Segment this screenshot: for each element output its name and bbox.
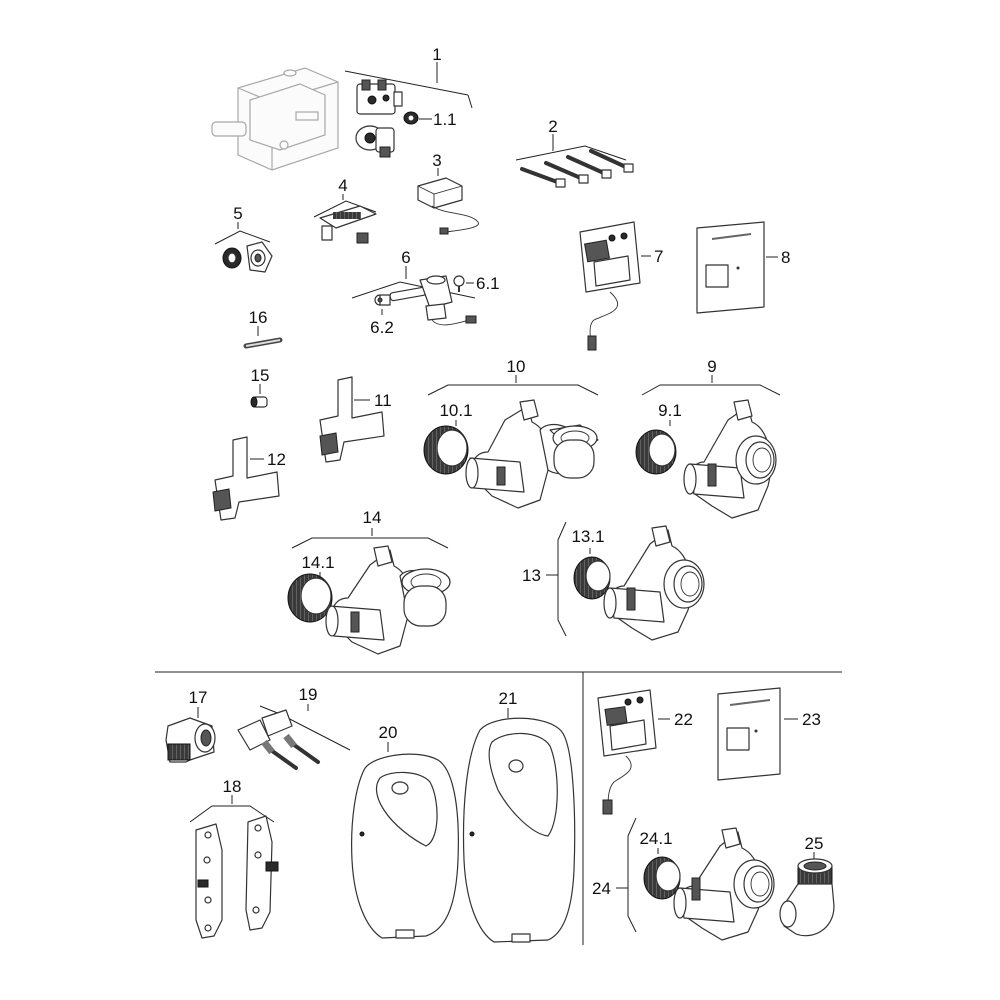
callout-15: 15 [251, 366, 270, 385]
callout-10: 10 [507, 357, 526, 376]
part-17-elbow-fitting [165, 707, 216, 763]
callout-23: 23 [802, 710, 821, 729]
part-8-cover-plate [696, 221, 778, 314]
callout-21: 21 [499, 689, 518, 708]
callout-18: 18 [223, 777, 242, 796]
section-dividers [155, 671, 842, 945]
callout-25: 25 [805, 834, 824, 853]
part-22-control-unit [597, 689, 670, 815]
part-11-bracket [319, 376, 385, 463]
callout-4: 4 [338, 176, 347, 195]
callout-13-1: 13.1 [571, 527, 604, 546]
part-23-cover-plate [717, 687, 798, 781]
part-12-bracket [212, 436, 280, 521]
part-15-coupling [250, 384, 268, 408]
callout-9-1: 9.1 [658, 401, 682, 420]
callout-8: 8 [781, 248, 790, 267]
part-18-mounting-plates [189, 795, 279, 939]
callout-24-1: 24.1 [639, 829, 672, 848]
part-10-siphon-assembly [423, 375, 599, 509]
callout-24: 24 [592, 879, 611, 898]
callout-16: 16 [249, 308, 268, 327]
part-19-anchors-and-screws [237, 704, 351, 770]
part-4-cable-clip [313, 194, 377, 244]
part-20-urinal-bowl [351, 742, 459, 939]
callout-17: 17 [189, 688, 208, 707]
part-13-siphon-assembly [546, 521, 705, 641]
part-1-mounting-box [211, 62, 473, 171]
callout-22: 22 [674, 710, 693, 729]
part-3-power-supply [417, 168, 479, 235]
callout-6-2: 6.2 [370, 318, 394, 337]
part-6-solenoid-valve [351, 266, 477, 326]
callout-5: 5 [233, 204, 242, 223]
part-25-elbow [779, 852, 835, 937]
part-16-rod [243, 326, 283, 349]
callout-6: 6 [401, 248, 410, 267]
callout-13: 13 [522, 566, 541, 585]
part-24-siphon-assembly [616, 817, 775, 941]
part-14-siphon-assembly [287, 528, 451, 655]
callout-6-1: 6.1 [476, 274, 500, 293]
callout-20: 20 [379, 723, 398, 742]
part-21-urinal-bowl [462, 708, 576, 943]
callout-14-1: 14.1 [301, 553, 334, 572]
callout-1: 1 [432, 45, 441, 64]
callout-labels: 1 1.1 2 3 4 5 6 6.1 6.2 7 8 9 9.1 10 10.… [189, 45, 824, 898]
callout-1-1: 1.1 [433, 110, 457, 129]
callout-9: 9 [707, 357, 716, 376]
callout-14: 14 [363, 508, 382, 527]
callout-2: 2 [548, 117, 557, 136]
callout-19: 19 [299, 685, 318, 704]
part-7-control-unit [579, 221, 651, 351]
part-9-siphon-assembly [635, 375, 781, 519]
part-2-screws [515, 134, 634, 188]
part-5-seal-clamp [214, 222, 273, 273]
callout-7: 7 [654, 247, 663, 266]
callout-12: 12 [267, 450, 286, 469]
callout-10-1: 10.1 [439, 401, 472, 420]
callout-3: 3 [432, 151, 441, 170]
callout-11: 11 [374, 391, 392, 410]
